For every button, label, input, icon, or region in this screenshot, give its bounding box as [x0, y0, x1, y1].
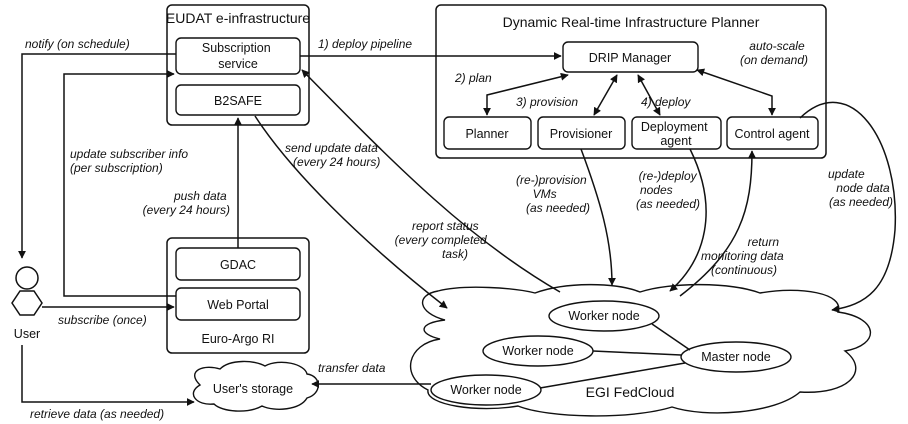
link-master-worker1: [651, 323, 691, 351]
label-redeploy: (re-)deploy nodes (as needed): [636, 169, 700, 211]
worker-node-3-label: Worker node: [450, 383, 521, 397]
label-report-status: report status (every completed task): [395, 219, 490, 261]
master-node-label: Master node: [701, 350, 771, 364]
eudat-title: EUDAT e-infrastructure: [166, 10, 310, 26]
label-retrieve: retrieve data (as needed): [30, 407, 164, 421]
label-push-data: push data (every 24 hours): [143, 189, 230, 217]
arrow-deploy: [637, 74, 661, 116]
drip-manager-label: DRIP Manager: [589, 51, 671, 65]
label-return-monitoring: return monitoring data (continuous): [701, 235, 787, 277]
b2safe-label: B2SAFE: [214, 94, 262, 108]
arrow-update-subscriber: [63, 70, 176, 297]
euroargo-title: Euro-Argo RI: [202, 332, 275, 346]
provisioner-label: Provisioner: [550, 127, 613, 141]
arrow-update-node: [799, 101, 897, 313]
gdac-label: GDAC: [220, 258, 256, 272]
users-storage-label: User's storage: [213, 382, 293, 396]
label-deploy-pipeline: 1) deploy pipeline: [318, 37, 412, 51]
planner-box: [443, 116, 532, 150]
drip-title: Dynamic Real-time Infrastructure Planner: [503, 14, 760, 30]
label-transfer: transfer data: [318, 361, 386, 375]
control-agent-label: Control agent: [734, 127, 810, 141]
user-icon: [11, 266, 43, 316]
web-portal-label: Web Portal: [207, 298, 269, 312]
label-reprovision: (re-)provision VMs (as needed): [516, 173, 590, 215]
link-master-worker2: [592, 350, 682, 356]
user-label: User: [14, 327, 40, 341]
label-plan: 2) plan: [454, 71, 492, 85]
master-node: [680, 341, 792, 373]
label-update-subscriber: update subscriber info (per subscription…: [70, 147, 191, 175]
arrow-report-status: [301, 69, 561, 293]
arrow-provision: [593, 74, 618, 116]
web-portal-box: [175, 287, 301, 321]
egi-fedcloud-label: EGI FedCloud: [586, 384, 675, 400]
arrow-send-update: [254, 115, 448, 309]
drip-manager-box: [562, 41, 699, 73]
label-deploy: 4) deploy: [641, 95, 691, 109]
subscription-service-label: Subscription service: [202, 41, 274, 71]
deployment-agent-label: Deployment agent: [641, 120, 711, 148]
arrow-notify: [18, 53, 176, 259]
label-provision: 3) provision: [516, 95, 578, 109]
arrow-return-monitoring: [679, 150, 756, 297]
link-master-worker3: [539, 362, 686, 389]
arrow-redeploy: [669, 148, 707, 292]
control-agent-box: [726, 116, 819, 150]
worker-node-1: [548, 300, 660, 332]
arrow-plan: [483, 72, 569, 116]
label-autoscale: auto-scale (on demand): [740, 39, 808, 67]
arrow-autoscale: [696, 68, 776, 116]
label-subscribe: subscribe (once): [58, 313, 147, 327]
b2safe-box: [175, 84, 301, 116]
arrow-retrieve: [21, 345, 195, 406]
arrow-reprovision: [580, 148, 616, 286]
worker-node-3: [430, 374, 542, 406]
planner-label: Planner: [465, 127, 508, 141]
label-update-node: update node data (as needed): [828, 167, 893, 209]
label-send-update: send update data (every 24 hours): [285, 141, 381, 169]
worker-node-1-label: Worker node: [568, 309, 639, 323]
worker-node-2-label: Worker node: [502, 344, 573, 358]
deployment-agent-box: [631, 116, 722, 150]
label-notify: notify (on schedule): [25, 37, 130, 51]
